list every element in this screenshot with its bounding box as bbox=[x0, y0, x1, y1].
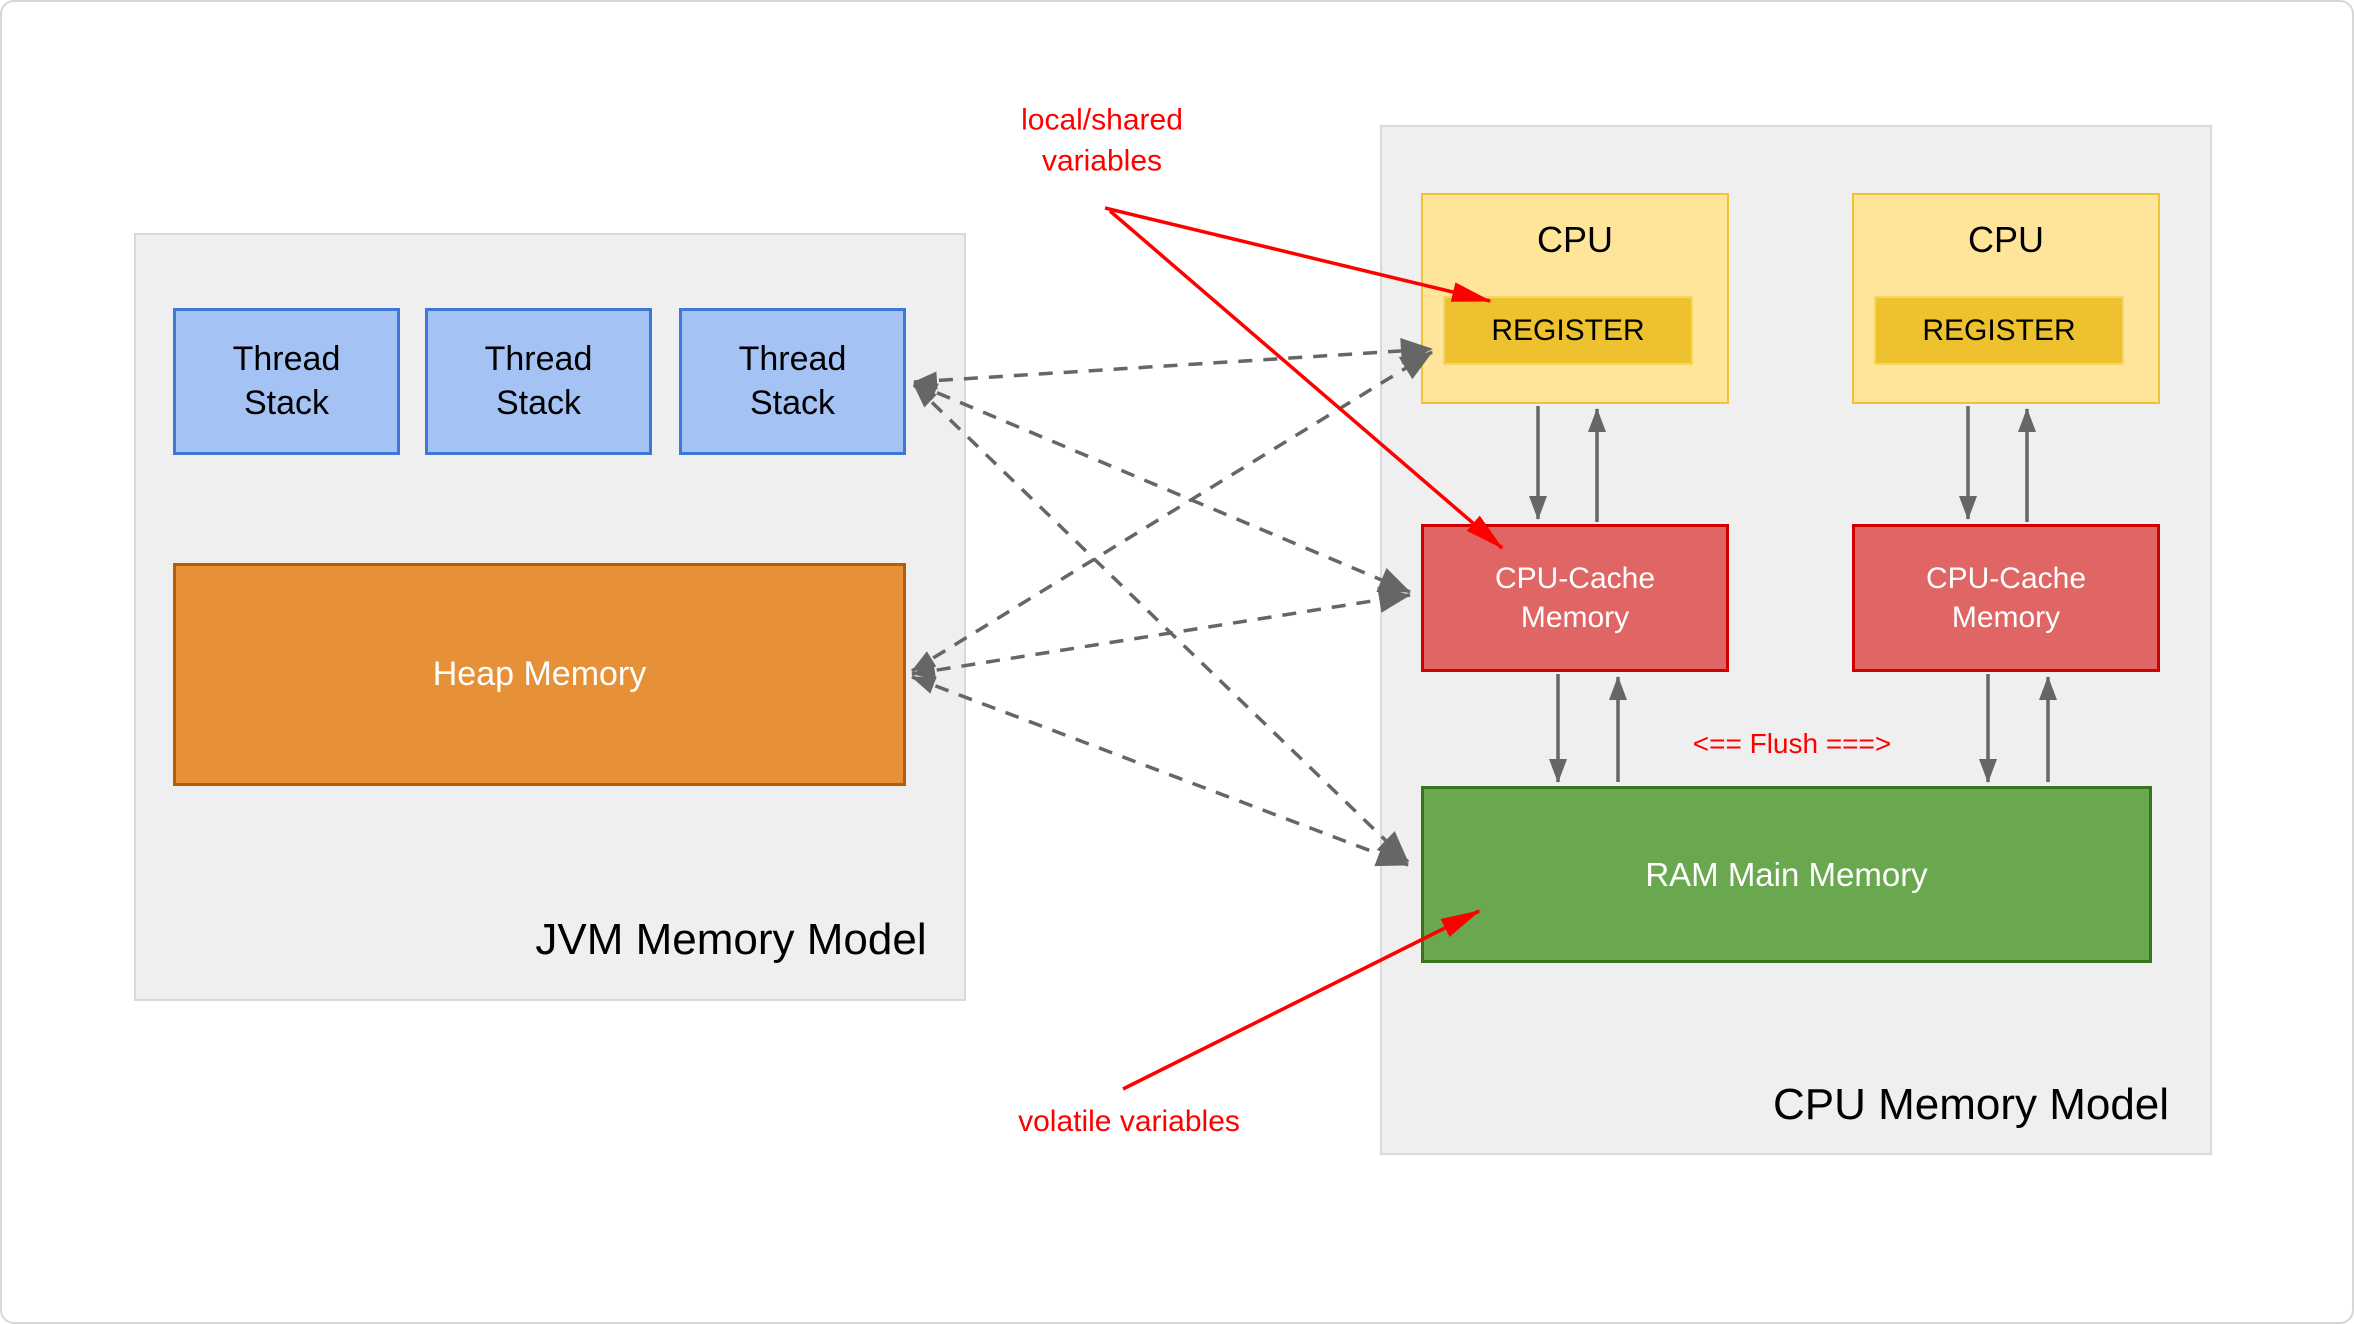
dashed-arrow-threadstack-ram bbox=[912, 383, 1410, 864]
cpu-cache-label: CPU-Cache Memory bbox=[1494, 562, 1656, 634]
heap-memory-box: Heap Memory bbox=[173, 563, 906, 786]
ram-main-memory-label: RAM Main Memory bbox=[1645, 855, 1928, 893]
flush-label: <== Flush ===> bbox=[1692, 728, 1892, 759]
cpu-label: CPU bbox=[1536, 219, 1613, 260]
local-shared-variables-annotation: local/shared variables bbox=[977, 101, 1227, 182]
dashed-arrow-heap-cache bbox=[911, 587, 1411, 680]
register-label: REGISTER bbox=[1491, 313, 1645, 347]
local-shared-variables-label: local/shared variables bbox=[1021, 103, 1183, 178]
cpu-label: CPU bbox=[1967, 219, 2044, 260]
cpu-cache-box-1: CPU-Cache Memory bbox=[1421, 524, 1729, 672]
ram-main-memory-box: RAM Main Memory bbox=[1421, 786, 2152, 963]
cpu-cache-label: CPU-Cache Memory bbox=[1925, 562, 2087, 634]
dashed-arrow-heap-register bbox=[911, 350, 1433, 673]
dashed-arrows-group bbox=[911, 337, 1433, 867]
jvm-panel-title: JVM Memory Model bbox=[535, 915, 927, 964]
thread-stack-box-2: Thread Stack bbox=[425, 308, 652, 455]
dashed-arrow-threadstack-register bbox=[913, 337, 1433, 390]
thread-stack-label: Thread Stack bbox=[232, 339, 341, 422]
thread-stack-label: Thread Stack bbox=[484, 339, 593, 422]
register-box-2: REGISTER bbox=[1874, 296, 2124, 365]
thread-stack-box-1: Thread Stack bbox=[173, 308, 400, 455]
thread-stack-label: Thread Stack bbox=[738, 339, 847, 422]
cpu-panel-title: CPU Memory Model bbox=[1772, 1080, 2170, 1129]
volatile-variables-label: volatile variables bbox=[1018, 1104, 1240, 1138]
register-box-1: REGISTER bbox=[1443, 296, 1693, 365]
thread-stack-box-3: Thread Stack bbox=[679, 308, 906, 455]
heap-memory-label: Heap Memory bbox=[432, 655, 647, 693]
dashed-arrow-heap-ram bbox=[911, 675, 1409, 867]
dashed-arrow-threadstack-cache bbox=[913, 381, 1411, 594]
register-label: REGISTER bbox=[1922, 313, 2076, 347]
volatile-variables-annotation: volatile variables bbox=[1018, 1102, 1240, 1143]
cpu-cache-box-2: CPU-Cache Memory bbox=[1852, 524, 2160, 672]
